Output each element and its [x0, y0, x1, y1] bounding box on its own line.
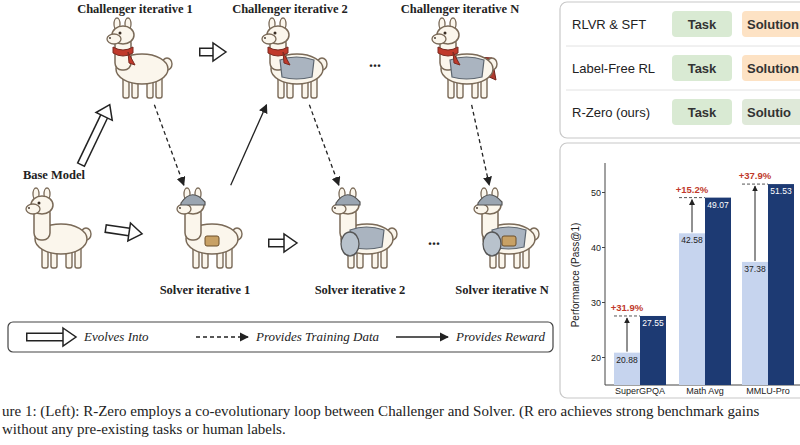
gain-arrow: [627, 318, 628, 352]
solver-figure: Solver iterative 2: [300, 188, 420, 298]
cell-text: Task: [688, 17, 717, 32]
category-label: SuperGPQA: [615, 386, 665, 396]
ellipsis: ...: [369, 53, 381, 71]
solver-figure: Solver iterative 1: [145, 188, 265, 298]
figure-label: Challenger iterative 1: [77, 2, 193, 17]
legend-box: [8, 322, 553, 352]
tick-mark: [602, 192, 605, 193]
value-label: 49.07: [707, 200, 728, 210]
gain-guide: [614, 315, 640, 316]
solution-box: Solution: [742, 11, 800, 37]
solver-llama: [332, 188, 397, 268]
tick-mark: [602, 247, 605, 248]
reward-sample: [396, 336, 448, 337]
task-box: Task: [672, 55, 732, 81]
training-data-sample: [196, 336, 248, 337]
dashed-connector: [154, 105, 183, 185]
cell-text: Task: [688, 61, 717, 76]
y-axis: [605, 163, 606, 385]
challenger-llama: [432, 18, 497, 98]
thick-connector: [199, 43, 226, 61]
tick-label: 20: [591, 353, 601, 363]
solution-box: Solution: [742, 55, 800, 81]
solver-figure: Solver iterative N: [447, 188, 557, 298]
gain-guide: [742, 184, 768, 185]
thick-connector: [268, 234, 297, 252]
connectors: [81, 43, 490, 252]
base-model-figure: Base Model: [6, 168, 102, 274]
gain-label: +15.2%: [676, 183, 709, 194]
row-label: Label-Free RL: [572, 61, 655, 76]
cell-text: Solution: [747, 61, 799, 76]
tick-label: 40: [591, 243, 601, 253]
r-zero-bar: [705, 198, 731, 385]
challenger-figure: Challenger iterative N: [398, 2, 523, 102]
cell-text: Solution: [747, 17, 799, 32]
challenger-figure: Challenger iterative 1: [74, 2, 196, 102]
thick-connector: [81, 105, 113, 166]
gain-label: +37.9%: [739, 170, 772, 181]
category-label: Math Avg: [686, 386, 723, 396]
evolves-sample: [26, 328, 76, 346]
figure-label: Base Model: [23, 168, 85, 183]
value-label: 27.55: [642, 318, 663, 328]
gain-label: +31.9%: [611, 301, 644, 312]
chart-panel: [560, 143, 800, 398]
figure-label: Challenger iterative N: [401, 2, 520, 17]
solver-llama: [177, 188, 242, 268]
category-label: MMLU-Pro: [746, 386, 790, 396]
figure-label: Solver iterative 2: [315, 283, 406, 298]
ellipsis: ...: [428, 231, 440, 249]
tick-label: 50: [591, 188, 601, 198]
figure-label: Challenger iterative 2: [232, 2, 348, 17]
figure-label: Solver iterative 1: [160, 283, 251, 298]
bar-chart: [602, 163, 800, 385]
task-box: Task: [672, 11, 732, 37]
row-label: R-Zero (ours): [572, 105, 650, 120]
cell-text: Solutio: [747, 105, 791, 120]
row-label: RLVR & SFT: [572, 17, 646, 32]
legend-text: Provides Training Data: [256, 329, 379, 345]
task-box: Task: [672, 99, 732, 125]
gain-arrow: [692, 200, 693, 233]
dashed-connector: [309, 105, 338, 185]
baseline-bar: [679, 233, 705, 385]
gain-arrow: [755, 186, 756, 261]
gain-guide: [679, 197, 705, 198]
tick-mark: [602, 357, 605, 358]
base-llama: [26, 188, 91, 268]
r-zero-bar: [640, 316, 666, 385]
tick-mark: [602, 302, 605, 303]
row-rule: [566, 90, 800, 91]
figure-label: Solver iterative N: [455, 283, 549, 298]
legend-text: Evolves Into: [84, 329, 149, 345]
r-zero-bar: [768, 184, 794, 385]
solution-box: Solutio: [742, 99, 800, 125]
tick-label: 30: [591, 298, 601, 308]
row-rule: [566, 46, 800, 47]
thick-connector: [105, 223, 142, 241]
dashed-connector: [472, 105, 490, 185]
thin-connector: [231, 105, 267, 186]
cell-text: Task: [688, 105, 717, 120]
axis-title: Performance (Pass@1): [570, 223, 581, 328]
solver-llama: [474, 188, 539, 268]
table-panel: [560, 2, 800, 138]
challenger-llama: [107, 18, 172, 98]
legend-text: Provides Reward: [456, 329, 545, 345]
figure-caption: ure 1: (Left): R-Zero employs a co-evolu…: [2, 402, 798, 438]
challenger-figure: Challenger iterative 2: [229, 2, 351, 102]
value-label: 20.88: [616, 355, 637, 365]
value-label: 37.38: [744, 264, 765, 274]
value-label: 42.58: [681, 235, 702, 245]
challenger-llama: [262, 18, 327, 98]
value-label: 51.53: [770, 186, 791, 196]
baseline-bar: [614, 353, 640, 385]
baseline-bar: [742, 262, 768, 385]
